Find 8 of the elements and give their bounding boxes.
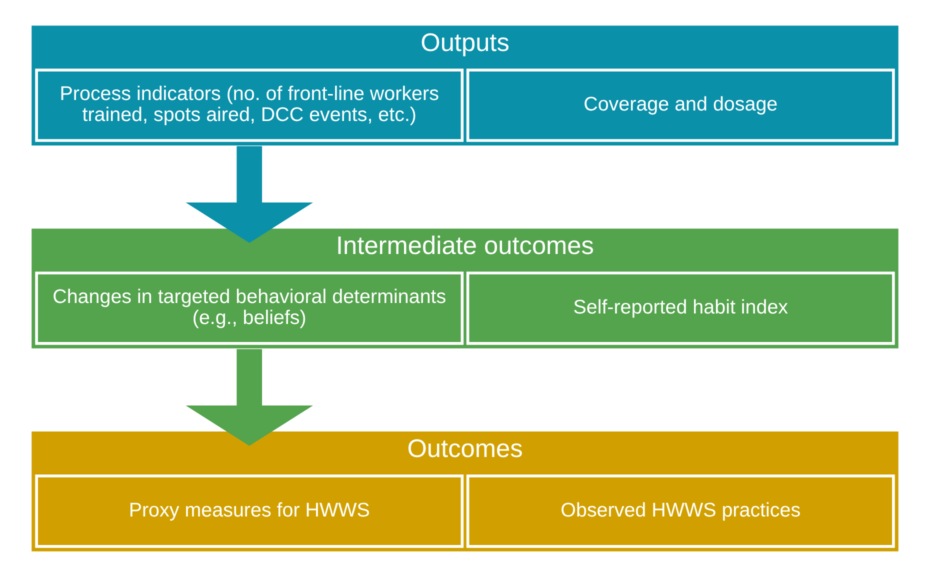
- node-box: Process indicators (no. of front-line workers trained, spots aired, DCC events, etc.): [35, 68, 464, 142]
- arrow: [186, 349, 314, 446]
- arrow: [186, 146, 313, 243]
- node-box: Coverage and dosage: [466, 68, 895, 142]
- node-box: Proxy measures for HWWS: [35, 474, 464, 548]
- node-box: Changes in targeted behavioral determinants (e.g., beliefs): [35, 272, 464, 345]
- node-box: Self-reported habit index: [466, 272, 895, 345]
- node-box: Observed HWWS practices: [466, 474, 895, 548]
